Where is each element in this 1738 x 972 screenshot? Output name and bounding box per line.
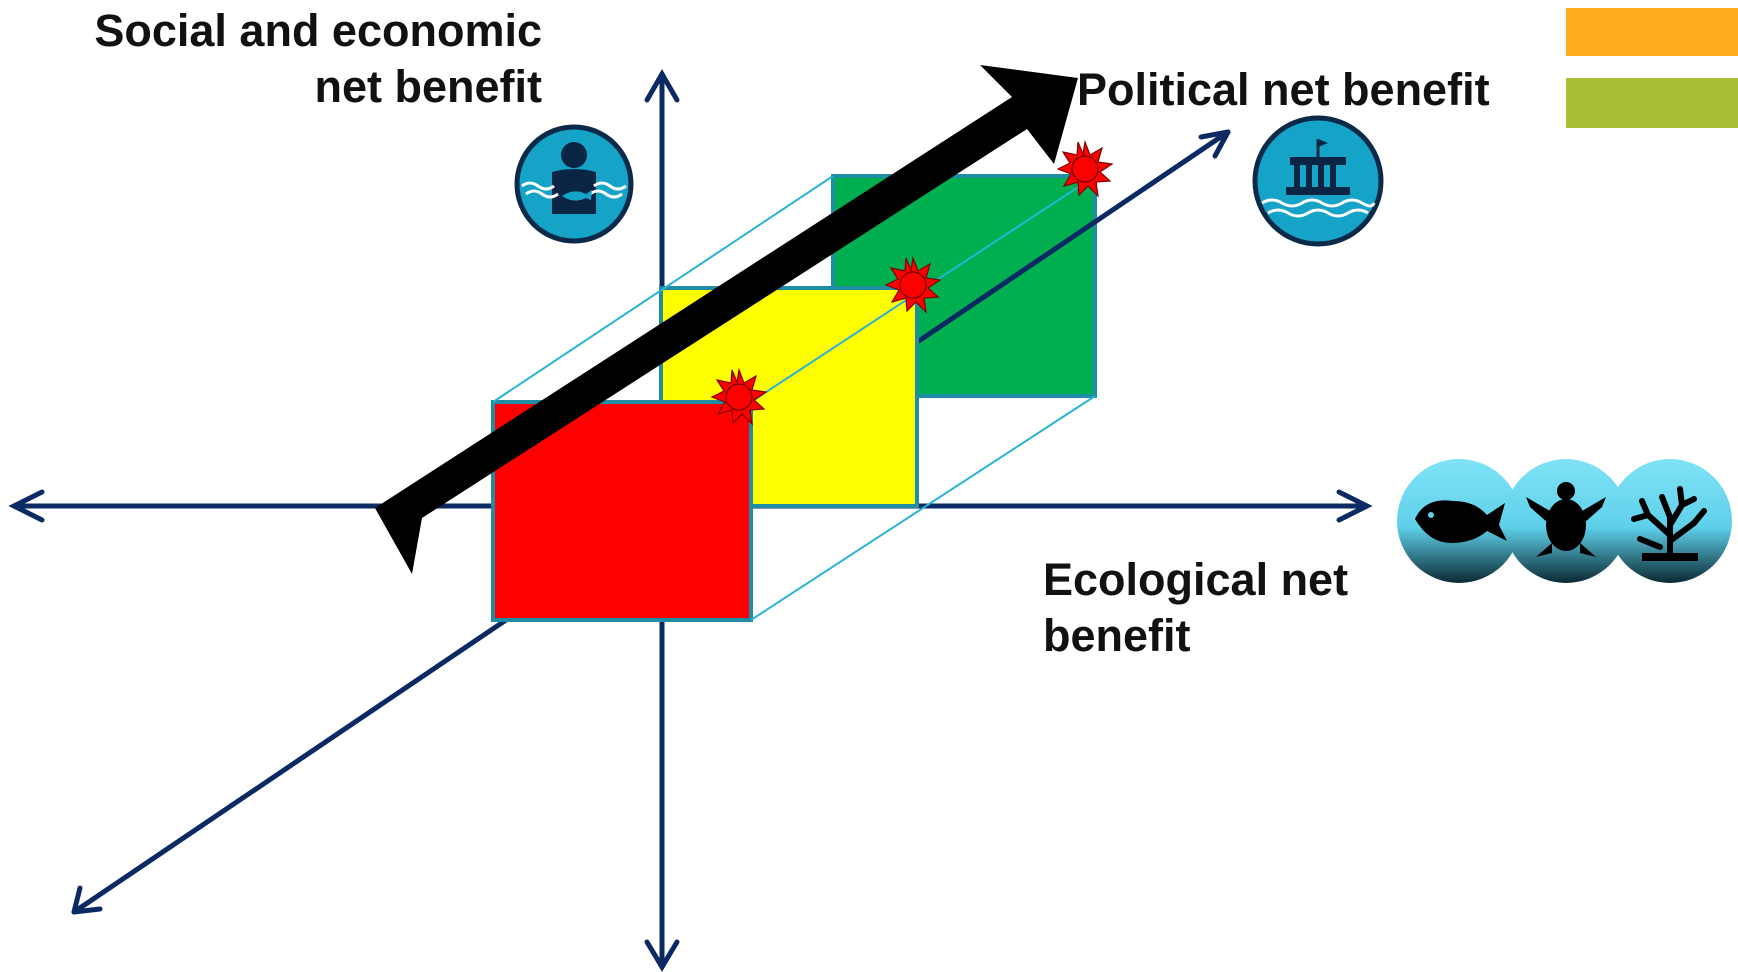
government-building-icon [1252, 115, 1384, 247]
social-economic-axis-label: Social and economic net benefit [94, 3, 542, 115]
star-yellow-box [884, 255, 942, 314]
social-label-line2: net benefit [314, 61, 542, 112]
ecological-label-line1: Ecological net [1043, 554, 1349, 605]
social-label-line1: Social and economic [94, 5, 542, 56]
legend-swatch-olive [1566, 78, 1738, 128]
legend-swatch-orange [1566, 8, 1738, 56]
person-with-fish-icon [514, 124, 634, 244]
political-axis-label: Political net benefit [1077, 64, 1490, 115]
star-green-box [1056, 139, 1114, 198]
ecological-axis-label: Ecological net benefit [1043, 552, 1348, 664]
sea-turtle-icon [1504, 459, 1628, 583]
star-red-box [710, 367, 768, 426]
main-progress-arrow [375, 65, 1078, 574]
ecological-icons [1397, 459, 1732, 583]
fish-icon [1397, 459, 1521, 583]
coral-icon [1608, 459, 1732, 583]
ecological-label-line2: benefit [1043, 610, 1191, 661]
